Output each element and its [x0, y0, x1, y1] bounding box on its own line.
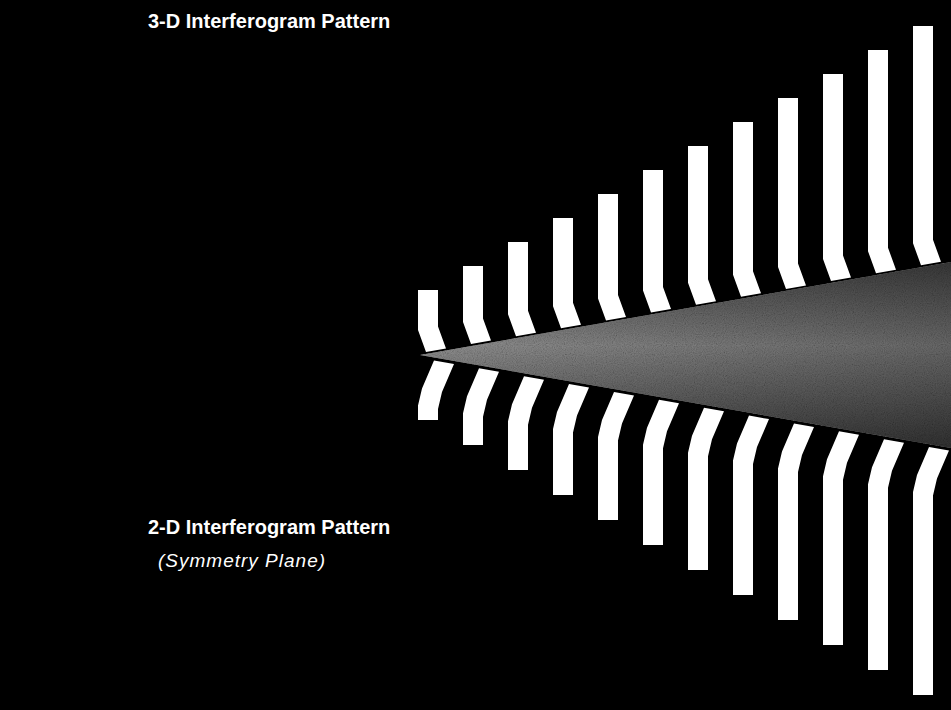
lower-fringe	[688, 408, 724, 570]
upper-fringe	[823, 74, 851, 281]
lower-fringe	[553, 384, 589, 495]
upper-fringe	[733, 122, 761, 297]
upper-fringe	[868, 50, 896, 273]
lower-fringe	[868, 439, 904, 670]
lower-fringe	[913, 447, 949, 695]
lower-fringe	[643, 400, 679, 545]
upper-fringe	[463, 266, 491, 344]
lower-fringe	[823, 431, 859, 645]
lower-fringe	[598, 392, 634, 520]
upper-fringe	[553, 218, 581, 328]
upper-fringe	[418, 290, 446, 352]
cone-shade	[420, 262, 951, 448]
pattern-label: 2-D Interferogram Pattern	[148, 516, 390, 539]
upper-fringe	[508, 242, 536, 336]
lower-fringe	[418, 360, 454, 420]
upper-fringe	[643, 170, 671, 313]
upper-fringe	[913, 26, 941, 265]
plane-note: (Symmetry Plane)	[158, 550, 326, 572]
upper-fringe	[598, 194, 626, 320]
lower-fringe	[733, 416, 769, 595]
upper-fringe	[688, 146, 716, 305]
upper-fringe	[778, 98, 806, 289]
cone-body	[420, 262, 951, 448]
lower-fringe	[778, 423, 814, 620]
pattern-label: 3-D Interferogram Pattern	[148, 10, 390, 33]
lower-fringe	[463, 368, 499, 445]
lower-fringe	[508, 376, 544, 470]
